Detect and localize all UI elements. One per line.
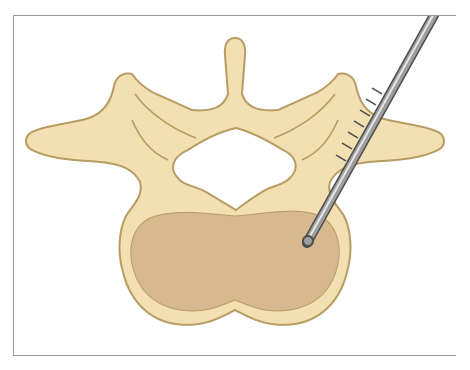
vertebral-body-core [131,211,339,311]
needle-tip [303,236,313,246]
